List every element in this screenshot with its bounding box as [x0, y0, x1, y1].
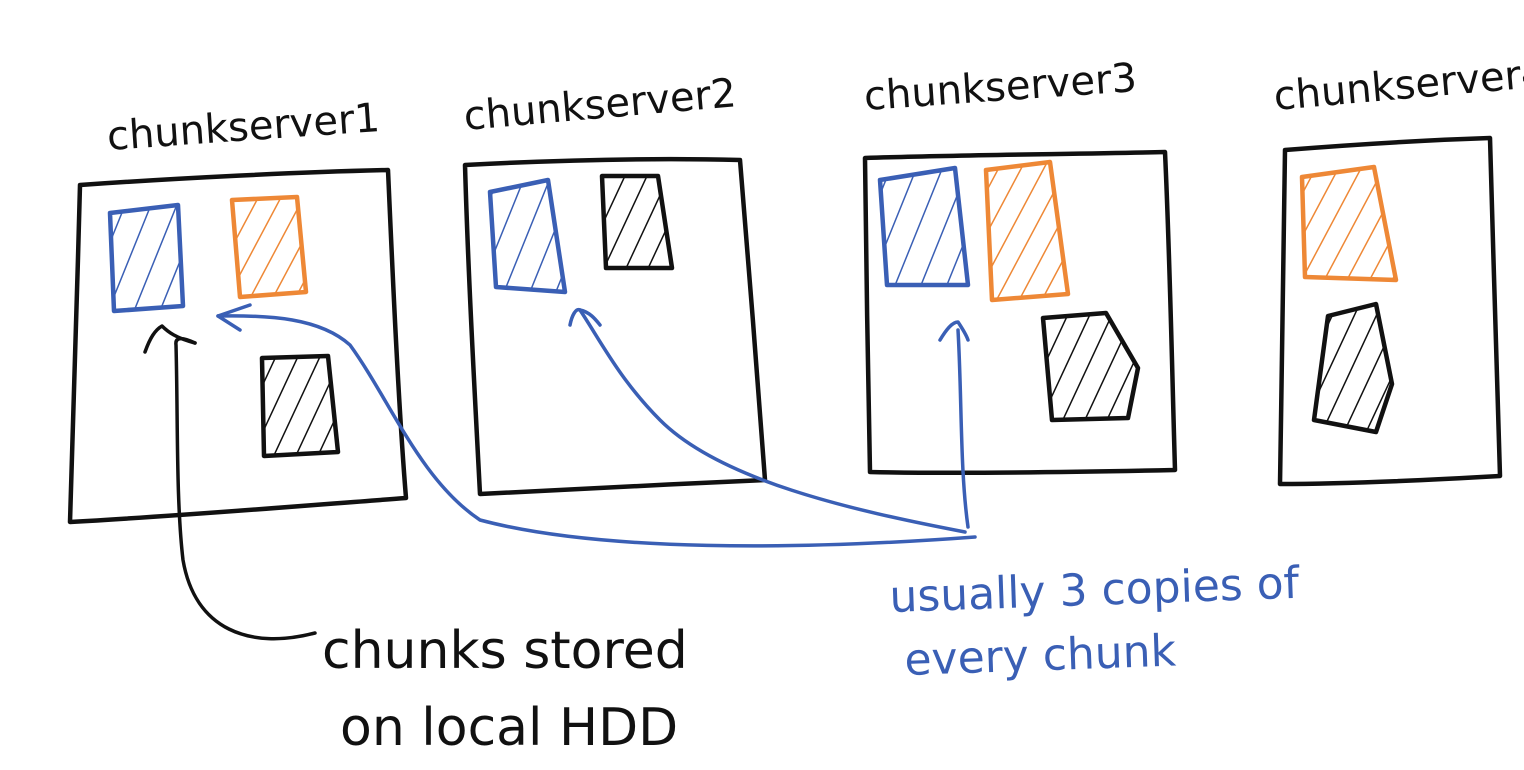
- chunk-black-server2: [599, 173, 675, 271]
- local-storage-arrow: [143, 324, 317, 641]
- chunk-blue-server2: [487, 177, 568, 295]
- chunk-blue-server1: [107, 202, 186, 314]
- chunkserver1-label: chunkserver1: [105, 95, 381, 160]
- replica-arrow-server1: [216, 303, 977, 548]
- copies-note-line2: every chunk: [904, 626, 1178, 686]
- chunk-blue-server3: [877, 165, 971, 288]
- chunkserver4-label: chunkserver4: [1272, 50, 1524, 120]
- local-storage-note-line1: chunks stored: [322, 621, 688, 681]
- chunkserver4-box: [1277, 135, 1503, 487]
- chunk-orange-server1: [229, 194, 309, 300]
- chunkserver2-label: chunkserver2: [462, 70, 738, 140]
- copies-note-line1: usually 3 copies of: [889, 558, 1302, 623]
- local-storage-note-line2: on local HDD: [340, 698, 678, 758]
- chunkserver1-box: [67, 167, 409, 525]
- chunk-black-server4: [1311, 301, 1395, 435]
- chunkserver3-label: chunkserver3: [862, 55, 1138, 120]
- replica-arrow-server3: [938, 320, 970, 529]
- chunkserver3-box: [862, 149, 1178, 476]
- chunk-orange-server4: [1299, 164, 1399, 283]
- replica-arrow-server2: [568, 307, 967, 534]
- chunk-orange-server3: [983, 159, 1071, 303]
- chunk-black-server1: [259, 353, 341, 459]
- chunk-black-server3: [1040, 310, 1141, 423]
